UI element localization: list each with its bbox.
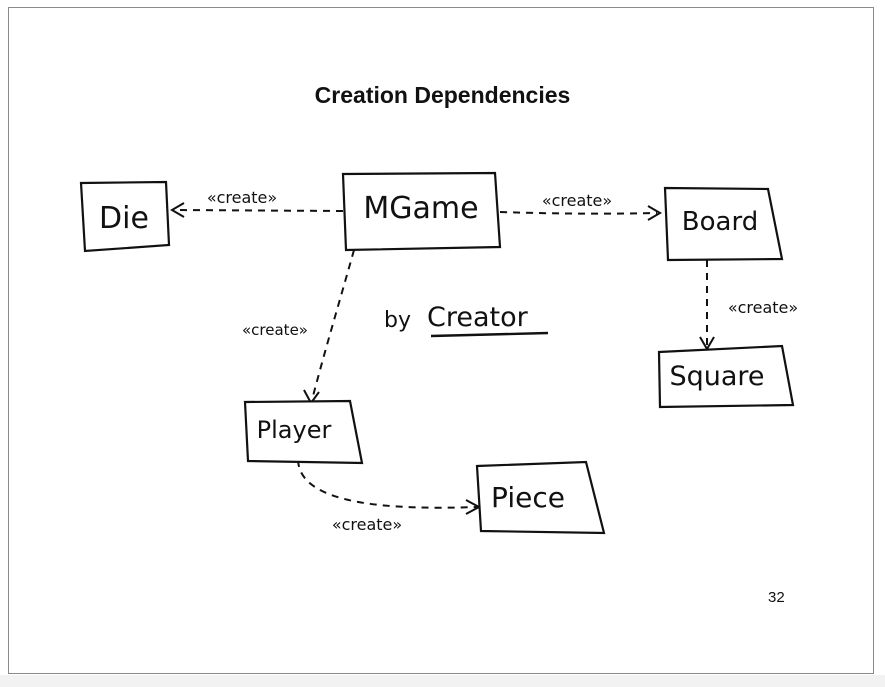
edge-mgame-player [303, 249, 355, 405]
edge-mgame-die [170, 202, 344, 218]
slide-frame [8, 7, 874, 674]
edge-label-board-square: «create» [728, 298, 798, 317]
slide-title: Creation Dependencies [314, 82, 571, 108]
edge-mgame-board [499, 205, 662, 221]
node-square-label: Square [669, 361, 764, 392]
edge-board-square [699, 260, 715, 351]
node-die: Die [79, 180, 171, 253]
node-mgame: MGame [341, 171, 502, 252]
node-board-label: Board [682, 207, 758, 237]
node-board: Board [663, 186, 784, 262]
edge-label-mgame-board: «create» [542, 191, 612, 210]
annotation-underline [430, 331, 549, 338]
edge-label-player-piece: «create» [332, 515, 402, 534]
annotation-word: Creator [427, 302, 529, 333]
node-die-label: Die [99, 201, 149, 236]
node-piece: Piece [475, 460, 606, 535]
node-square: Square [657, 344, 795, 409]
edge-label-mgame-player: «create» [242, 321, 308, 339]
page-number: 32 [768, 589, 785, 606]
node-player: Player [243, 399, 364, 465]
edge-label-mgame-die: «create» [207, 188, 277, 207]
creator-annotation: by Creator [384, 302, 549, 338]
node-player-label: Player [257, 416, 332, 444]
node-piece-label: Piece [491, 481, 565, 514]
edge-player-piece [297, 459, 482, 515]
node-mgame-label: MGame [363, 191, 478, 226]
bottom-band [0, 675, 885, 687]
annotation-prefix: by [384, 308, 411, 333]
